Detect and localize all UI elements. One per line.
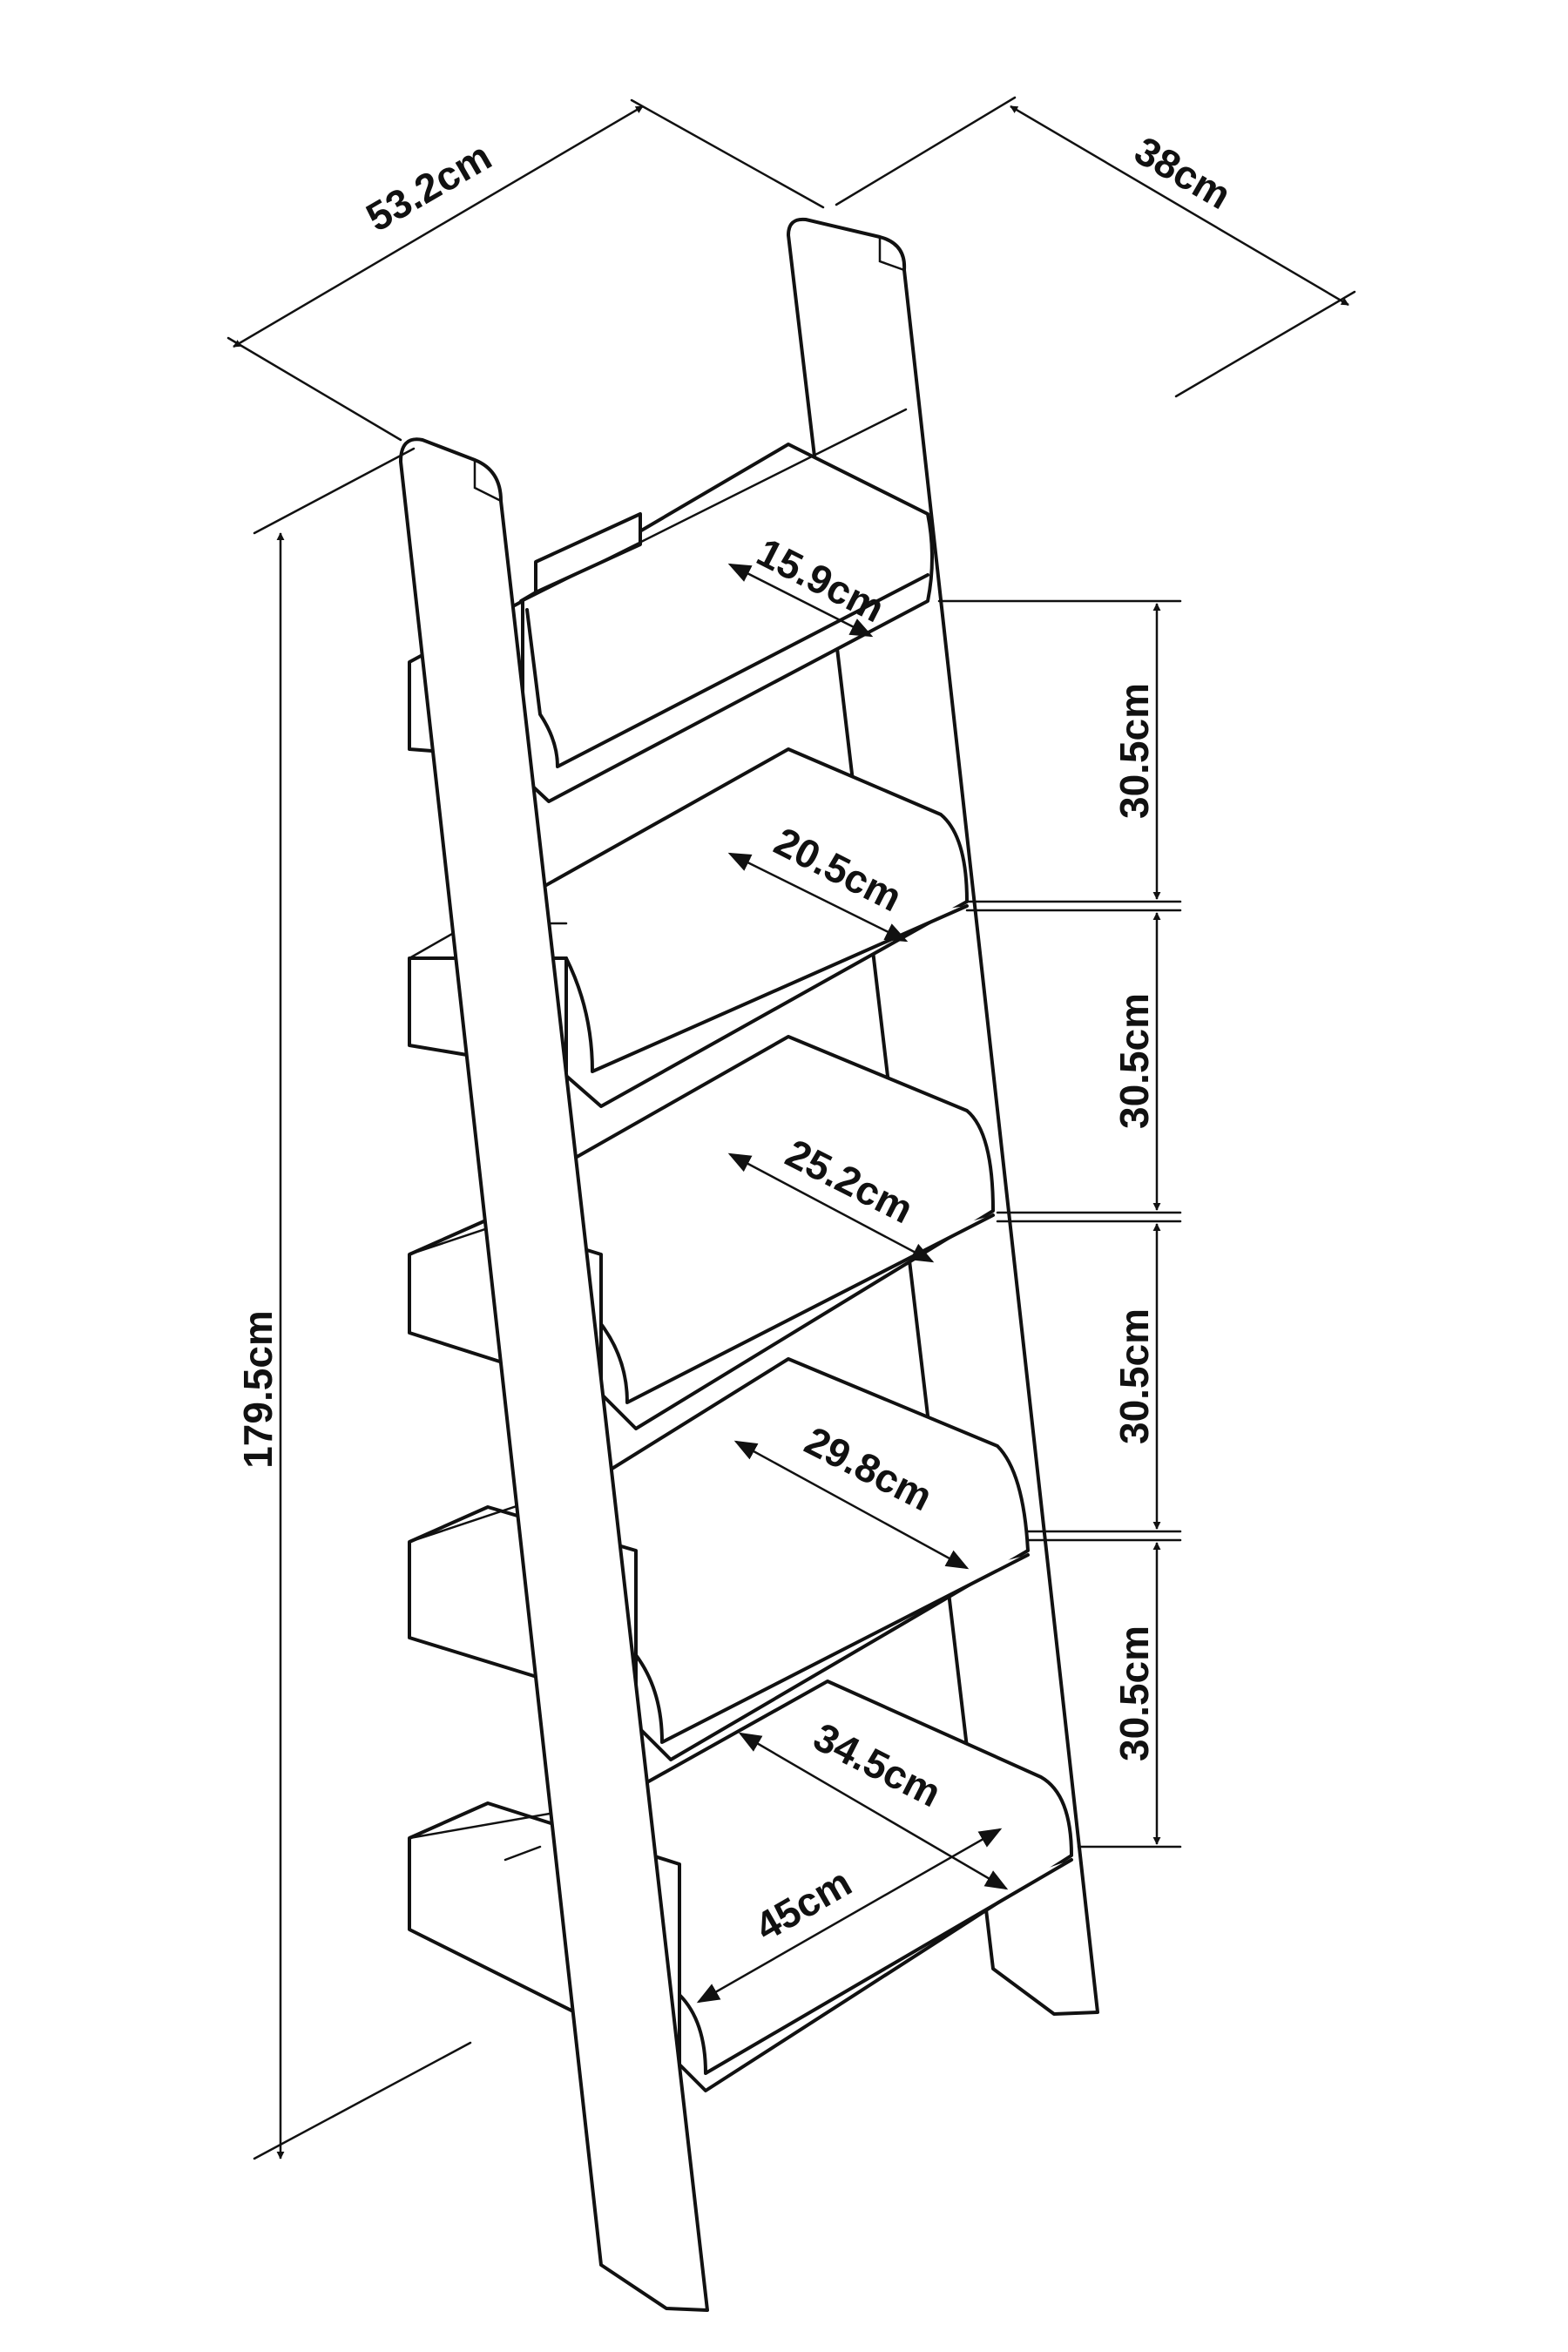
label-overall-height: 179.5cm (235, 1310, 280, 1469)
dim-overall-width: 53.2cm (226, 98, 825, 442)
label-spacing-2: 30.5cm (1112, 993, 1157, 1129)
label-overall-depth: 38cm (1127, 127, 1239, 218)
dim-shelf-spacing: 30.5cm 30.5cm 30.5cm 30.5cm (937, 599, 1182, 1848)
front-leg (399, 437, 709, 2312)
label-spacing-3: 30.5cm (1112, 1308, 1157, 1444)
shelf-4 (408, 1357, 1030, 1761)
label-spacing-4: 30.5cm (1112, 1625, 1157, 1761)
label-spacing-1: 30.5cm (1112, 683, 1157, 819)
label-overall-width: 53.2cm (358, 133, 498, 240)
dim-overall-height: 179.5cm (235, 447, 472, 2160)
